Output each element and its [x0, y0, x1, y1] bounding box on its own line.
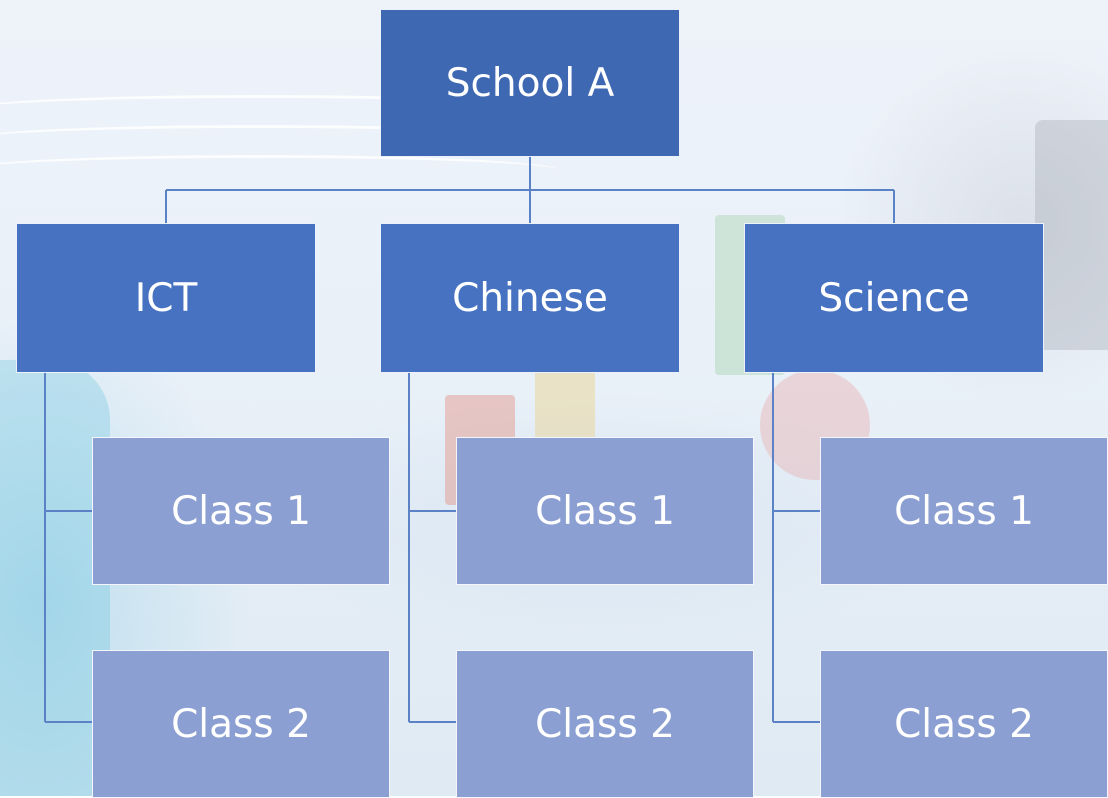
node-science-class-1: Class 1 [820, 437, 1108, 585]
node-chinese-class-1: Class 1 [456, 437, 754, 585]
node-science-class-2: Class 2 [820, 650, 1108, 798]
node-label: Science [818, 275, 970, 321]
node-department-ict: ICT [16, 223, 316, 373]
background-wave [0, 95, 560, 126]
node-label: Class 2 [535, 701, 675, 747]
node-chinese-class-2: Class 2 [456, 650, 754, 798]
node-label: Chinese [452, 275, 608, 321]
node-label: Class 2 [894, 701, 1034, 747]
node-label: Class 2 [171, 701, 311, 747]
node-label: Class 1 [894, 488, 1034, 534]
node-label: Class 1 [171, 488, 311, 534]
node-label: ICT [134, 275, 198, 321]
node-label: School A [445, 60, 615, 106]
node-label: Class 1 [535, 488, 675, 534]
node-department-chinese: Chinese [380, 223, 680, 373]
background-book-stack [1035, 120, 1108, 350]
background-wave [0, 125, 560, 156]
node-department-science: Science [744, 223, 1044, 373]
node-ict-class-2: Class 2 [92, 650, 390, 798]
background-wave [0, 155, 560, 186]
node-school-a: School A [380, 9, 680, 157]
node-ict-class-1: Class 1 [92, 437, 390, 585]
background-figure [0, 360, 110, 796]
